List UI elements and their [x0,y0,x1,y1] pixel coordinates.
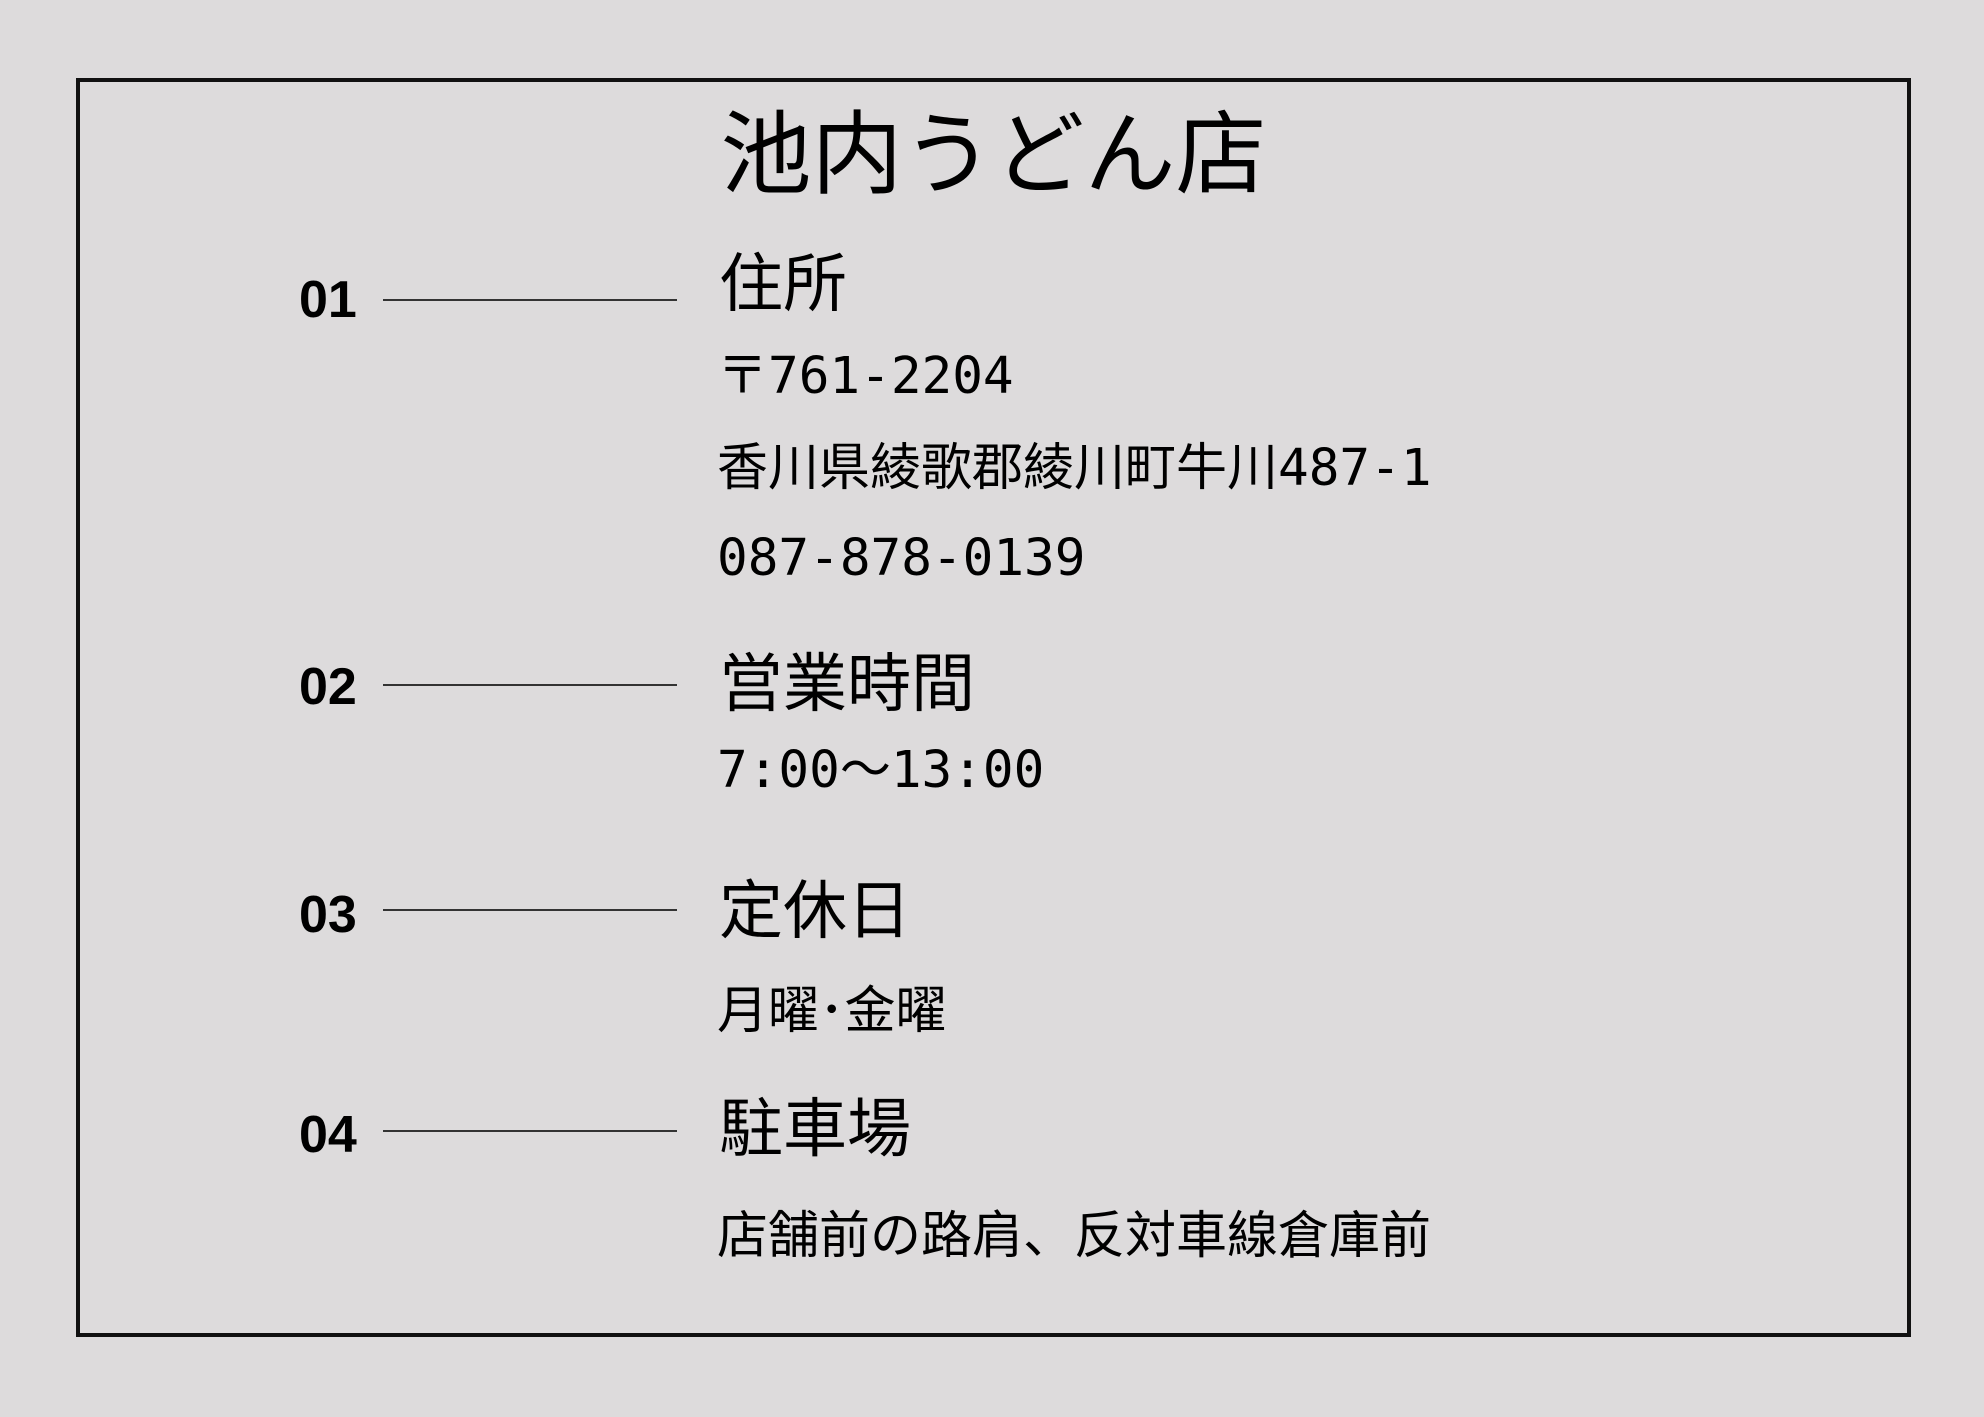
parking-info: 店舗前の路肩、反対車線倉庫前 [717,1207,1432,1266]
section-divider-line [383,684,677,686]
section-divider-line [383,299,677,301]
section-number: 04 [299,1106,357,1164]
postal-code: 〒761-2204 [717,347,1014,406]
section-divider-line [383,909,677,911]
section-heading: 営業時間 [719,648,975,722]
section-heading: 駐車場 [719,1093,911,1167]
page-title: 池内うどん店 [720,103,1267,208]
closed-days: 月曜･金曜 [717,982,947,1041]
section-heading: 住所 [719,248,847,322]
business-hours: 7:00～13:00 [717,741,1045,800]
section-number: 01 [299,271,357,329]
section-number: 03 [299,886,357,944]
street-address: 香川県綾歌郡綾川町牛川487-1 [717,439,1432,498]
page-frame [76,78,1911,1337]
phone-number: 087-878-0139 [717,529,1086,588]
section-divider-line [383,1130,677,1132]
section-number: 02 [299,658,357,716]
section-heading: 定休日 [719,875,911,949]
